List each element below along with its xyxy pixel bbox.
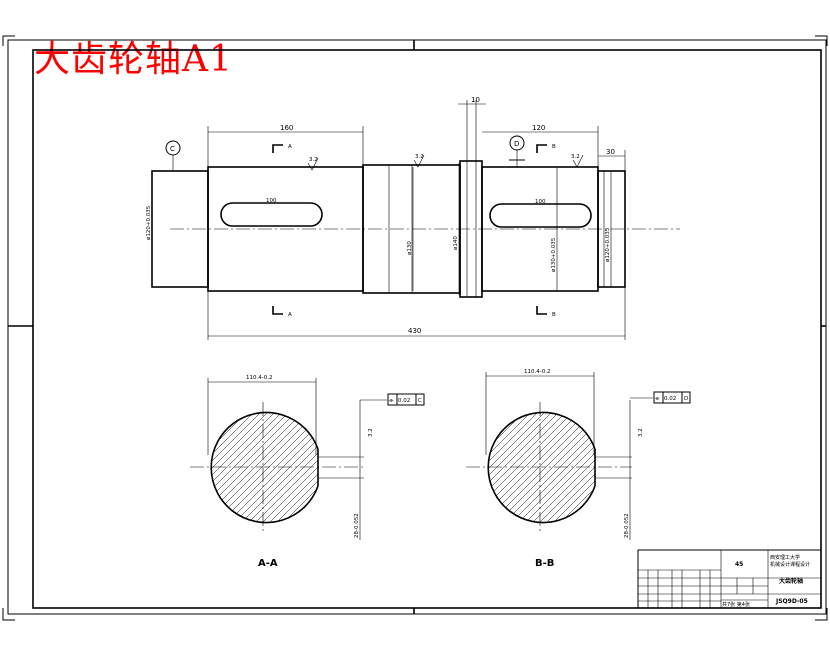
dim-160: 160 — [280, 124, 293, 132]
dim-120: 120 — [532, 124, 545, 132]
section-a-bottom: A — [288, 312, 292, 318]
dim-key-right: 100 — [535, 199, 546, 205]
svg-text:⌯: ⌯ — [655, 396, 660, 402]
section-view-a: 110.4-0.2 ⌯ 0.02 C 28-0.052 3.2 A-A — [190, 375, 425, 569]
datum-d-label: D — [514, 140, 519, 148]
shaft-segment-right-end — [597, 170, 626, 288]
section-a-tol: 0.02 — [398, 398, 410, 404]
main-view: 10 160 120 30 430 100 100 ø120+0.035 ø13… — [146, 96, 680, 340]
dim-dia-right-end: ø120+0.035 — [605, 227, 611, 262]
dim-dia-left: ø120+0.035 — [146, 205, 152, 240]
section-b-roughness: 3.2 — [638, 428, 644, 437]
section-a-datum: C — [418, 398, 422, 404]
datum-c-label: C — [170, 145, 175, 153]
hatch-line — [261, 412, 318, 523]
hatch-line — [211, 412, 277, 523]
section-b-bottom: B — [552, 312, 556, 318]
dim-430: 430 — [408, 327, 421, 335]
svg-text:⌯: ⌯ — [389, 398, 394, 404]
hatch-line — [524, 412, 595, 523]
tb-drawing-no: JSQ9D-05 — [775, 598, 808, 605]
section-a-title: A-A — [258, 558, 278, 569]
hatch-line — [268, 412, 318, 523]
dim-dia-mid-right: ø130+0.035 — [551, 237, 557, 272]
section-a-keyway: 28-0.052 — [354, 513, 360, 538]
tb-part-name: 大齿轮轴 — [779, 577, 803, 585]
hatch-line — [488, 412, 547, 523]
tb-dept: 机械设计课程设计 — [770, 561, 810, 568]
hatch-line — [538, 412, 595, 523]
section-b-title: B-B — [535, 558, 554, 569]
section-b-datum: D — [684, 396, 688, 402]
hatch-line — [211, 412, 228, 523]
dim-10: 10 — [471, 96, 480, 104]
hatch-line — [503, 412, 595, 523]
roughness-2: 3.2 — [415, 154, 424, 160]
title-block: 45 西安理工大学 机械设计课程设计 大齿轮轴 JSQ9D-05 共7张 第4张 — [637, 549, 822, 609]
dim-dia-130: ø130 — [407, 241, 413, 255]
hatch-line — [545, 412, 595, 523]
drawing-title-stamp: 大齿轮轴A1 — [34, 39, 233, 80]
dim-30: 30 — [606, 148, 615, 156]
hatch-line — [488, 412, 554, 523]
keyway-left — [220, 202, 323, 227]
tb-school: 西安理工大学 — [770, 554, 800, 561]
section-a-width: 110.4-0.2 — [246, 375, 272, 381]
roughness-3: 3.2 — [571, 154, 580, 160]
hatch-line — [254, 412, 318, 523]
tb-sheets: 共7张 第4张 — [722, 601, 750, 608]
dim-key-left: 100 — [266, 198, 277, 204]
sheet-border — [2, 35, 828, 621]
hatch-line — [211, 412, 270, 523]
section-b-tol: 0.02 — [664, 396, 676, 402]
section-b-keyway: 28-0.052 — [624, 513, 630, 538]
hatch-line — [488, 412, 575, 523]
section-b-width: 110.4-0.2 — [524, 369, 550, 375]
tb-material: 45 — [735, 561, 743, 568]
hatch-line — [247, 412, 318, 523]
dim-dia-140: ø140 — [453, 236, 459, 250]
section-b-top: B — [552, 144, 556, 150]
hatch-line — [531, 412, 595, 523]
hatch-line — [211, 412, 298, 523]
section-a-top: A — [288, 144, 292, 150]
keyway-right — [489, 203, 592, 228]
section-a-roughness: 3.2 — [368, 428, 374, 437]
roughness-1: 3.2 — [309, 157, 318, 163]
